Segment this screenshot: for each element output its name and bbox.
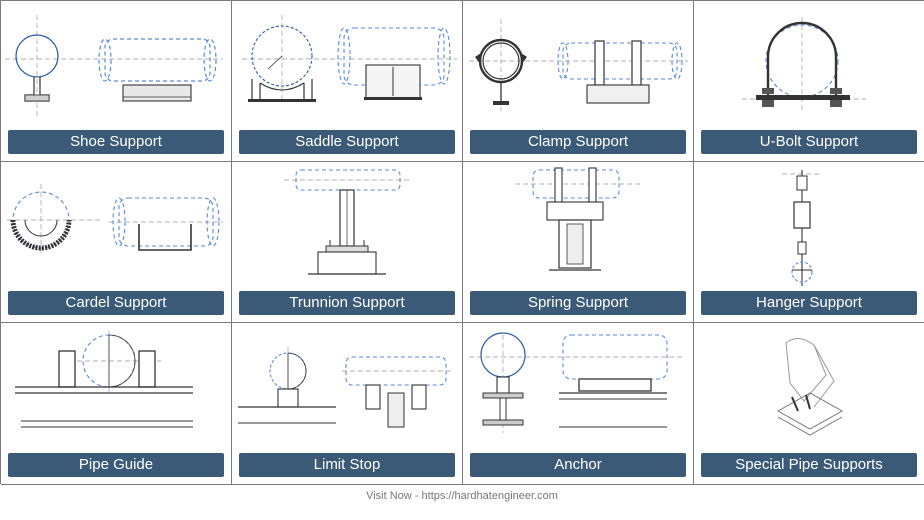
special-pipe-supports-diagram bbox=[776, 338, 844, 436]
cell-limit-stop: Limit Stop bbox=[232, 323, 463, 485]
pipe-support-types-grid: Shoe Support Saddle Support bbox=[0, 0, 924, 485]
pipe-guide-diagram bbox=[15, 331, 193, 428]
footer-link[interactable]: https://hardhatengineer.com bbox=[421, 490, 558, 502]
label-spring-support: Spring Support bbox=[470, 291, 686, 315]
label-u-bolt-support: U-Bolt Support bbox=[701, 130, 917, 154]
clamp-support-diagram bbox=[469, 19, 688, 111]
limit-stop-diagram bbox=[238, 347, 454, 428]
cell-cardel-support: Cardel Support bbox=[1, 162, 232, 323]
label-saddle-support: Saddle Support bbox=[239, 130, 455, 154]
cell-trunnion-support: Trunnion Support bbox=[232, 162, 463, 323]
cell-clamp-support: Clamp Support bbox=[463, 1, 694, 162]
cell-hanger-support: Hanger Support bbox=[694, 162, 924, 323]
cell-anchor: Anchor bbox=[463, 323, 694, 485]
label-trunnion-support: Trunnion Support bbox=[239, 291, 455, 315]
label-special-pipe-supports: Special Pipe Supports bbox=[701, 453, 917, 477]
saddle-support-diagram bbox=[242, 15, 457, 102]
u-bolt-support-diagram bbox=[742, 17, 866, 113]
label-anchor: Anchor bbox=[470, 453, 686, 477]
label-shoe-support: Shoe Support bbox=[8, 130, 224, 154]
shoe-support-diagram bbox=[5, 15, 223, 119]
label-limit-stop: Limit Stop bbox=[239, 453, 455, 477]
cell-u-bolt-support: U-Bolt Support bbox=[694, 1, 924, 162]
label-cardel-support: Cardel Support bbox=[8, 291, 224, 315]
footer: Visit Now - https://hardhatengineer.com bbox=[0, 486, 924, 506]
cell-pipe-guide: Pipe Guide bbox=[1, 323, 232, 485]
cell-saddle-support: Saddle Support bbox=[232, 1, 463, 162]
trunnion-support-diagram bbox=[284, 169, 412, 275]
hanger-support-diagram bbox=[782, 170, 822, 286]
label-hanger-support: Hanger Support bbox=[701, 291, 917, 315]
footer-prefix: Visit Now - bbox=[366, 490, 422, 502]
label-clamp-support: Clamp Support bbox=[470, 130, 686, 154]
cell-special-pipe-supports: Special Pipe Supports bbox=[694, 323, 924, 485]
cardel-support-diagram bbox=[7, 184, 223, 256]
cell-spring-support: Spring Support bbox=[463, 162, 694, 323]
spring-support-diagram bbox=[515, 167, 643, 271]
label-pipe-guide: Pipe Guide bbox=[8, 453, 224, 477]
cell-shoe-support: Shoe Support bbox=[1, 1, 232, 162]
anchor-diagram bbox=[469, 332, 685, 433]
